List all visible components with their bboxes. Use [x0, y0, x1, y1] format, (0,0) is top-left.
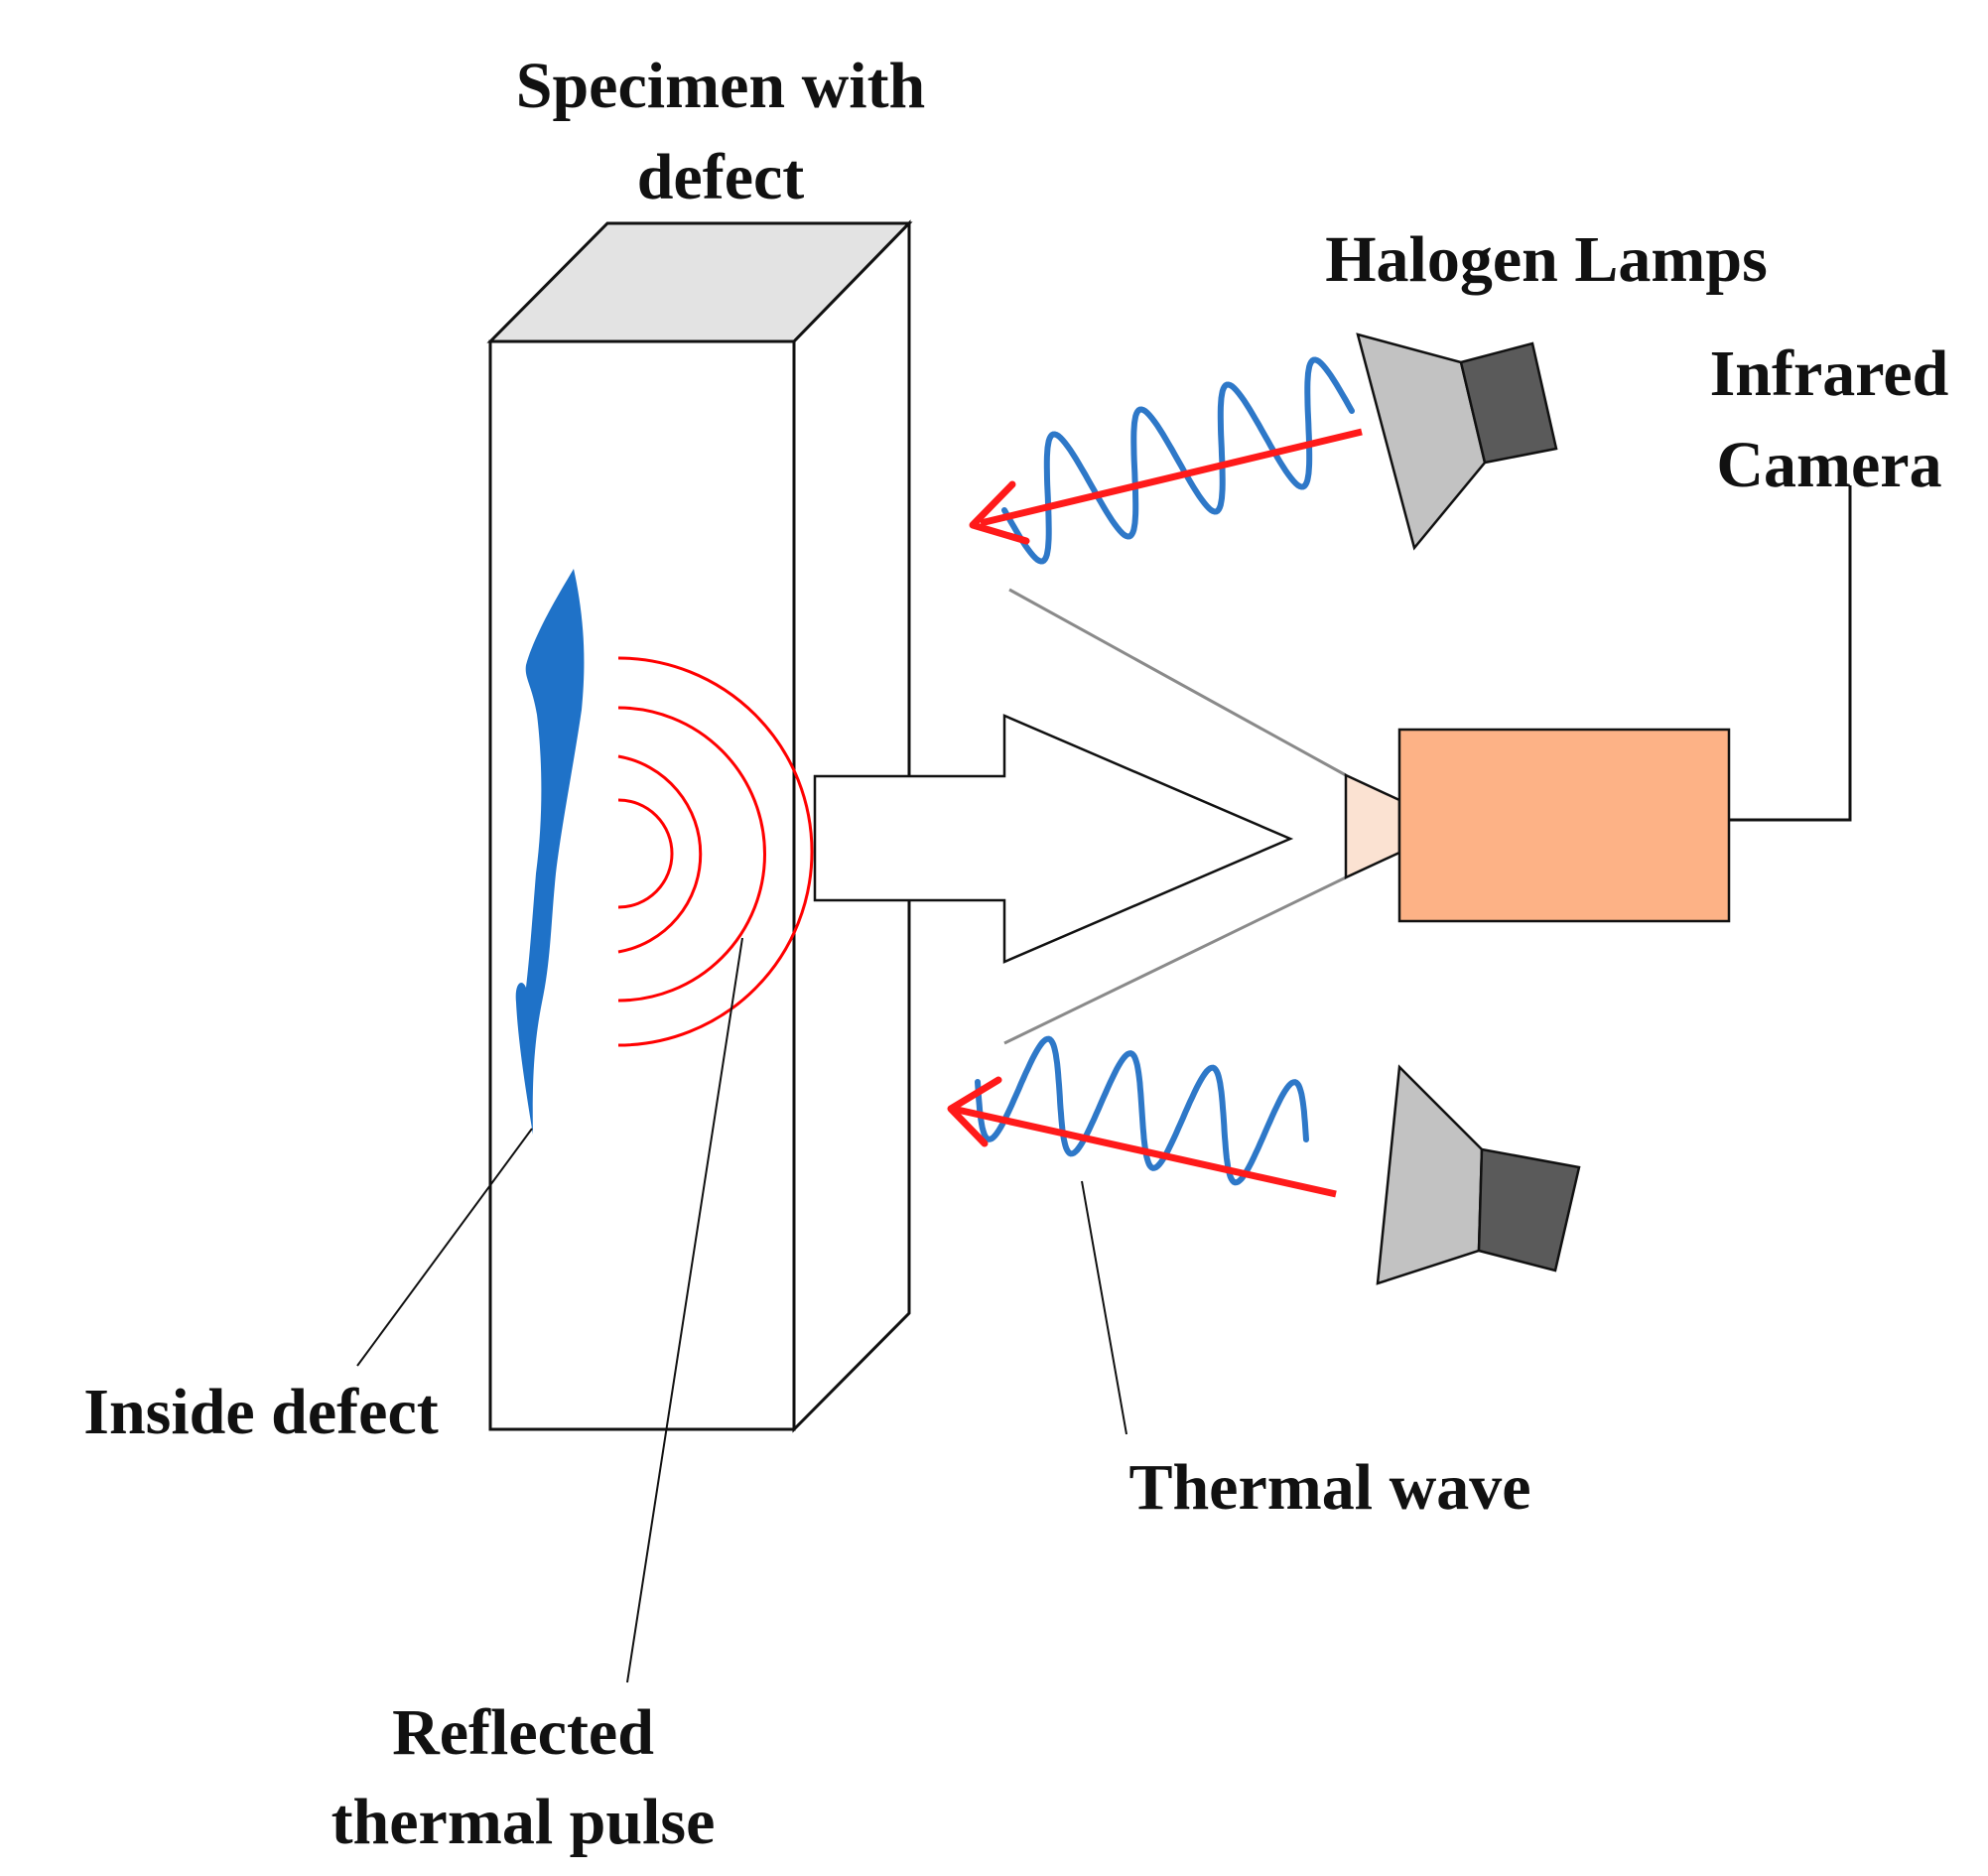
- lamp-lower-reflector: [1376, 1064, 1484, 1285]
- reflected-pulse-label-line1: Reflected: [392, 1696, 654, 1769]
- thermal-wave-label: Thermal wave: [1128, 1451, 1530, 1524]
- halogen-lamp-icon-upper: [1356, 333, 1558, 551]
- inside-defect-label: Inside defect: [83, 1376, 438, 1448]
- sine-wave-icon: [1001, 356, 1355, 565]
- heat-arrow-upper-shaft: [980, 428, 1363, 527]
- specimen-label-line1: Specimen with: [516, 50, 926, 122]
- camera-fov-upper: [1008, 588, 1347, 777]
- emission-arrow: [813, 714, 1294, 964]
- pulse-arc-1: [617, 798, 674, 909]
- leader-thermal-wave: [1081, 1180, 1127, 1435]
- defect-shape: [515, 569, 585, 1135]
- leader-inside-defect: [356, 1128, 533, 1367]
- pulse-arc-2: [617, 754, 703, 954]
- halogen-lamps-label: Halogen Lamps: [1325, 223, 1768, 296]
- leader-reflected-pulse: [626, 937, 743, 1683]
- heat-arrow-lower-shaft: [952, 1105, 1337, 1198]
- pulse-arc-3: [617, 706, 766, 1003]
- reflected-pulse-arcs: [617, 656, 814, 1047]
- heat-arrow-lower-head: [947, 1076, 1002, 1147]
- thermal-wave-upper: [969, 356, 1363, 565]
- infrared-camera-label-line2: Camera: [1716, 429, 1941, 501]
- pulse-arc-4: [617, 656, 814, 1047]
- lamp-lower-base: [1477, 1147, 1581, 1273]
- thermal-wave-lower: [947, 1035, 1337, 1198]
- lamp-upper-base: [1459, 341, 1558, 465]
- reflected-pulse-label-line2: thermal pulse: [331, 1786, 716, 1858]
- camera-fov-lower: [1003, 875, 1347, 1045]
- infrared-camera-label-line1: Infrared: [1710, 337, 1949, 410]
- specimen-label-line2: defect: [637, 141, 805, 213]
- camera-lens: [1344, 773, 1401, 879]
- camera-cable: [1729, 485, 1852, 822]
- halogen-lamp-icon-lower: [1376, 1064, 1581, 1285]
- heat-arrow-upper-head: [969, 480, 1030, 545]
- camera-body: [1397, 728, 1731, 923]
- infrared-camera-icon: [1344, 485, 1852, 923]
- sine-wave-icon: [975, 1035, 1309, 1186]
